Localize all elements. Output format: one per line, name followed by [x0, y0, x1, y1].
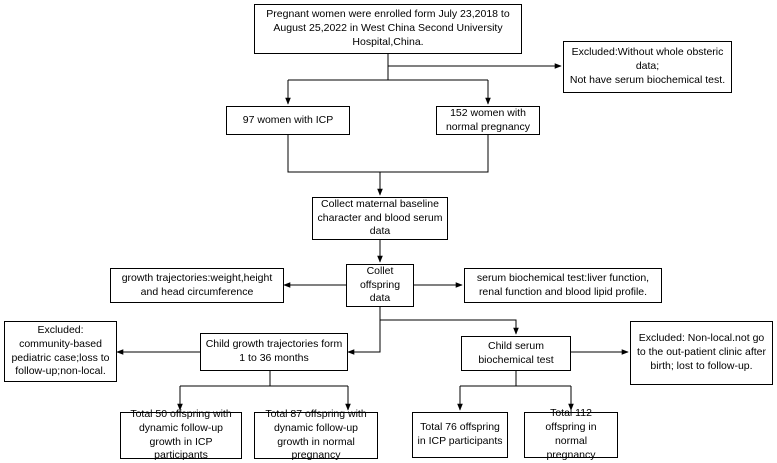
total-87-text: Total 87 offspring with dynamic follow-u… [265, 407, 367, 462]
collect-offspring-text: Collet offspring data [359, 264, 401, 305]
excluded-top-text: Excluded:Without whole obsteric data; No… [569, 46, 726, 86]
child-serum-text: Child serum biochemical test [478, 339, 554, 366]
icp-women-box: 97 women with ICP [226, 106, 350, 135]
total-112-box: Total 112 offspring in normal pregnancy [524, 407, 618, 461]
child-growth-box: Child growth trajectories form 1 to 36 m… [200, 333, 348, 371]
excluded-left-box: Excluded: community-based pediatric case… [4, 321, 117, 382]
collect-maternal-box: Collect maternal baseline character and … [312, 197, 448, 240]
normal-women-text: 152 women with normal pregnancy [445, 106, 531, 133]
excluded-right-text: Excluded: Non-local.not go to the out-pa… [637, 332, 766, 372]
enrollment-box: Pregnant women were enrolled form July 2… [254, 4, 522, 54]
total-112-text: Total 112 offspring in normal pregnancy [545, 407, 597, 461]
total-50-text: Total 50 offspring with dynamic follow-u… [130, 407, 232, 462]
excluded-left-text: Excluded: community-based pediatric case… [11, 323, 110, 378]
growth-trajectories-text: growth trajectories:weight,height and he… [121, 271, 273, 298]
enrollment-text: Pregnant women were enrolled form July 2… [266, 8, 510, 48]
child-growth-text: Child growth trajectories form 1 to 36 m… [205, 338, 343, 364]
serum-test-text: serum biochemical test:liver function, r… [476, 271, 650, 298]
total-76-box: Total 76 offspring in ICP participants [412, 412, 508, 458]
total-87-box: Total 87 offspring with dynamic follow-u… [254, 408, 378, 461]
normal-women-box: 152 women with normal pregnancy [436, 106, 540, 135]
icp-women-text: 97 women with ICP [242, 113, 334, 126]
excluded-right-box: Excluded: Non-local.not go to the out-pa… [630, 321, 773, 385]
collect-maternal-text: Collect maternal baseline character and … [317, 197, 443, 238]
growth-trajectories-box: growth trajectories:weight,height and he… [110, 268, 284, 303]
total-50-box: Total 50 offspring with dynamic follow-u… [120, 408, 242, 461]
total-76-text: Total 76 offspring in ICP participants [417, 421, 503, 447]
child-serum-box: Child serum biochemical test [461, 336, 571, 371]
excluded-top-box: Excluded:Without whole obsteric data; No… [563, 41, 732, 93]
serum-test-box: serum biochemical test:liver function, r… [464, 268, 662, 303]
collect-offspring-box: Collet offspring data [346, 264, 414, 307]
